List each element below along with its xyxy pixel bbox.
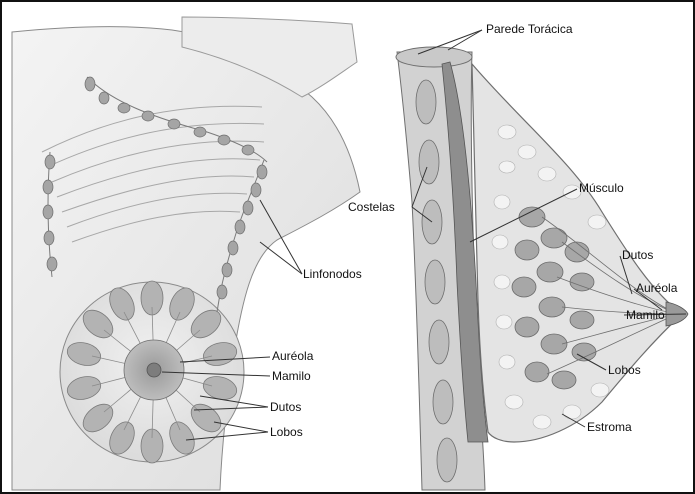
label-section-areola: Auréola [636, 281, 677, 295]
label-musculo: Músculo [579, 181, 624, 195]
label-section-dutos: Dutos [622, 248, 653, 262]
label-parede-toracica: Parede Torácica [486, 22, 573, 36]
front-nipple [147, 363, 161, 377]
label-costelas: Costelas [348, 200, 395, 214]
chest-wall-cap [396, 47, 472, 67]
label-front-lobos: Lobos [270, 425, 303, 439]
label-front-dutos: Dutos [270, 400, 301, 414]
front-view [12, 17, 360, 490]
section-view [396, 47, 688, 490]
label-front-mamilo: Mamilo [272, 369, 311, 383]
label-front-areola: Auréola [272, 349, 313, 363]
label-linfonodos: Linfonodos [303, 267, 362, 281]
label-estroma: Estroma [587, 420, 632, 434]
label-section-mamilo: Mamilo [626, 308, 665, 322]
label-section-lobos: Lobos [608, 363, 641, 377]
